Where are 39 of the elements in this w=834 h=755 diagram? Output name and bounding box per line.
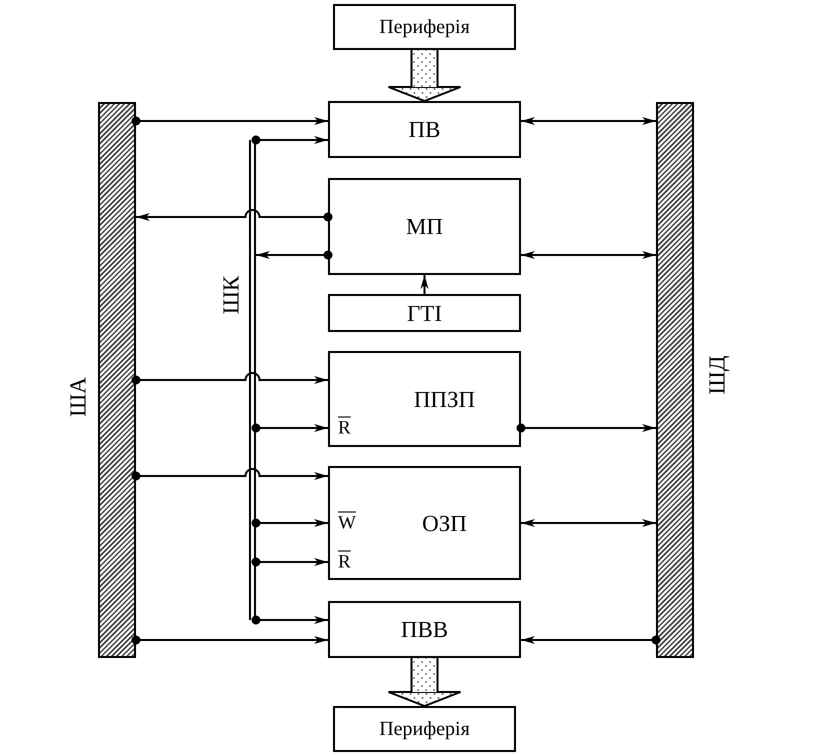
arrow — [252, 136, 328, 144]
pin-label: R — [338, 418, 351, 438]
block-label: Периферія — [379, 719, 470, 739]
arrow — [252, 518, 328, 528]
arrow — [252, 424, 328, 432]
block-label: ОЗП — [422, 512, 467, 534]
block-box — [328, 351, 521, 447]
block-box — [328, 101, 521, 158]
bus-label: ШД — [706, 356, 728, 394]
bus-label: ШК — [220, 276, 242, 314]
block-box — [333, 4, 516, 50]
arrow — [252, 616, 328, 624]
pin-label: W — [338, 514, 356, 532]
block-box — [328, 601, 521, 658]
arrow — [256, 250, 332, 260]
arrow — [521, 519, 656, 527]
block-label: ППЗП — [414, 388, 476, 410]
block-box — [328, 294, 521, 332]
block-label: МП — [406, 215, 444, 238]
block-box — [333, 706, 516, 752]
block-label: ГТІ — [406, 302, 442, 324]
pin-label: R — [338, 552, 351, 572]
arrow — [132, 636, 328, 644]
arrow — [521, 636, 660, 644]
arrow — [516, 424, 656, 432]
arrow — [132, 468, 328, 480]
arrow — [521, 117, 656, 125]
arrow — [132, 116, 328, 126]
arrow — [420, 275, 428, 294]
block-label: ПВВ — [400, 618, 448, 641]
arrow — [252, 558, 328, 566]
block-box — [328, 178, 521, 275]
arrow — [136, 209, 332, 222]
bus-label: ША — [66, 377, 90, 417]
block-box — [328, 466, 521, 580]
block-label: ПВ — [408, 118, 440, 141]
arrow — [521, 251, 656, 259]
arrow — [132, 372, 328, 384]
block-label: Периферія — [379, 17, 470, 37]
